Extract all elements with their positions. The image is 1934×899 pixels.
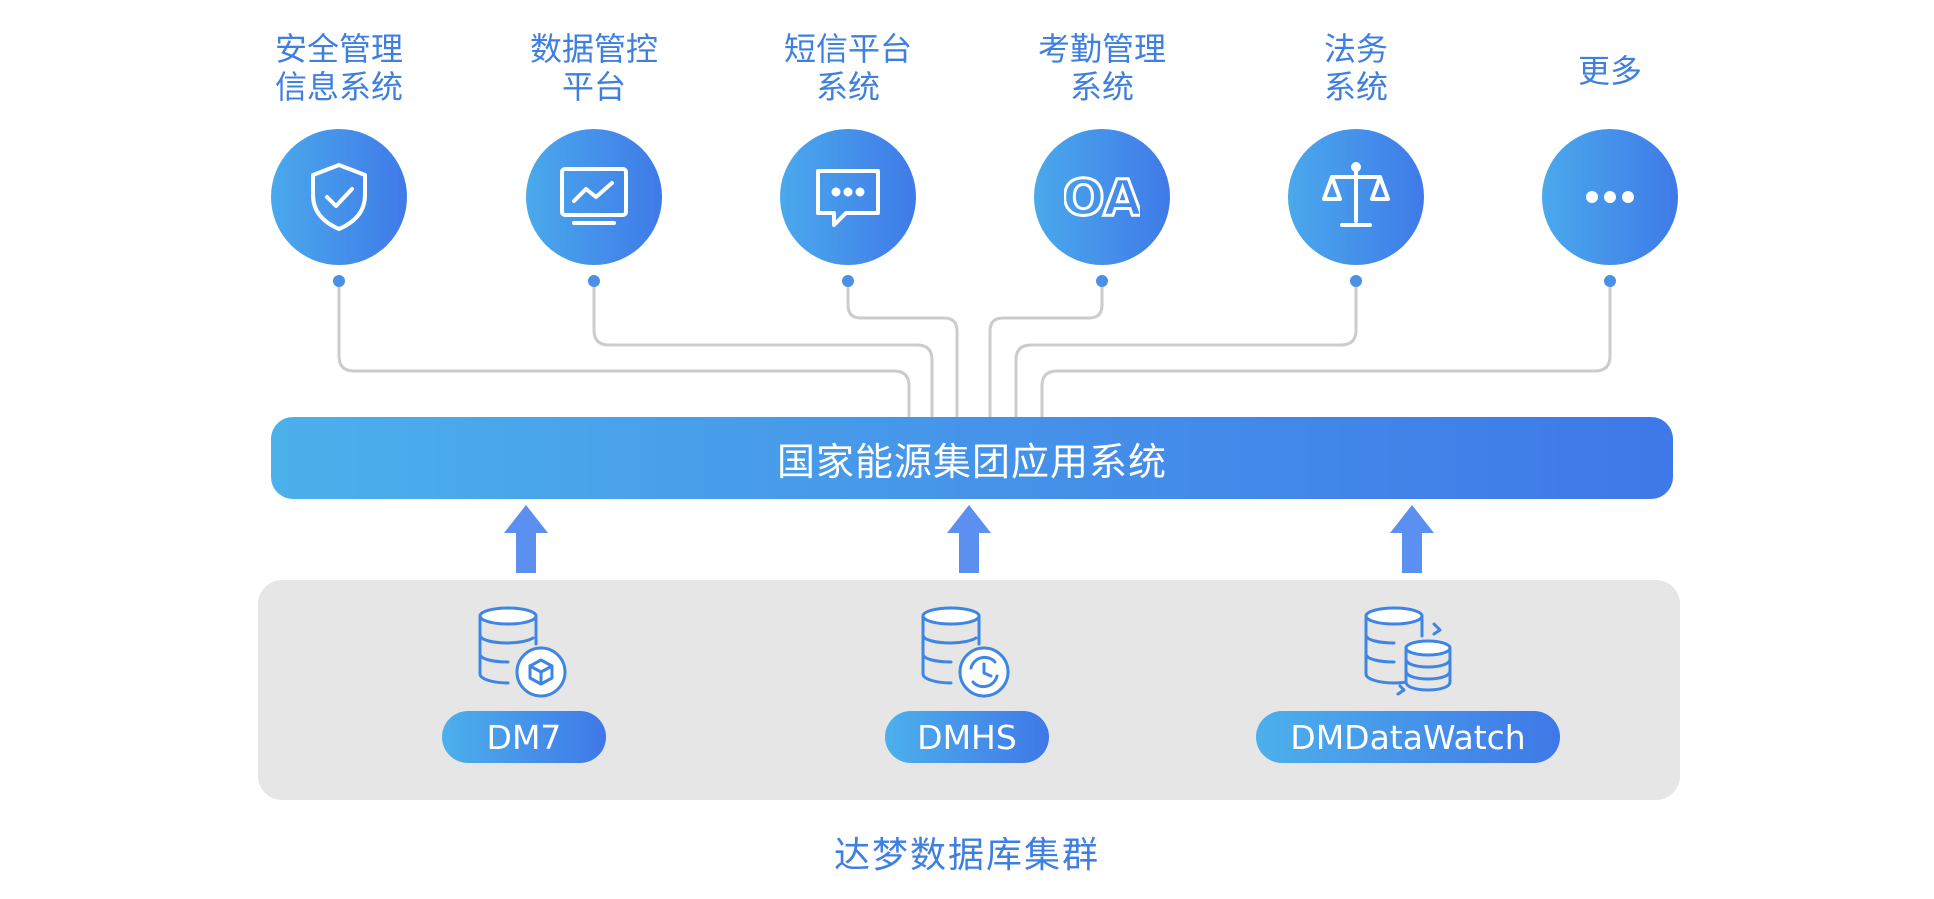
- shield-check-icon: [311, 163, 367, 231]
- up-arrow-icon: [1390, 505, 1434, 573]
- system-label-legal: 法务 系统: [1323, 30, 1388, 106]
- scales-icon: [1322, 162, 1390, 227]
- up-arrow-icon: [504, 505, 548, 573]
- oa-icon: OA: [1064, 168, 1140, 229]
- connector-dot: [333, 275, 345, 287]
- system-node-safety: [271, 129, 407, 265]
- chat-bubble-icon: [816, 169, 880, 227]
- connector-dot: [1096, 275, 1108, 287]
- database-replica-icon: [1364, 606, 1452, 696]
- system-label-attendance: 考勤管理 系统: [1037, 30, 1166, 106]
- system-node-more: [1542, 129, 1678, 265]
- connector-dot: [1604, 275, 1616, 287]
- product-pill-dmhs: DMHS: [885, 711, 1049, 763]
- app-system-label: 国家能源集团应用系统: [776, 439, 1167, 484]
- wire-3: [846, 281, 959, 417]
- system-label-safety: 安全管理 信息系统: [274, 30, 403, 106]
- connector-dot: [1350, 275, 1362, 287]
- database-cube-icon: [478, 606, 567, 698]
- system-label-more: 更多: [1577, 52, 1642, 90]
- wire-2: [592, 281, 934, 417]
- app-system-bar: 国家能源集团应用系统: [271, 417, 1673, 499]
- wire-6: [1040, 281, 1612, 417]
- wire-1: [337, 281, 911, 417]
- system-node-legal: [1288, 129, 1424, 265]
- wire-5: [1014, 281, 1358, 417]
- product-pill-dmdatawatch: DMDataWatch: [1256, 711, 1560, 763]
- system-node-attendance: OA: [1034, 129, 1170, 265]
- system-label-data-control: 数据管控 平台: [529, 30, 658, 106]
- wire-4: [988, 281, 1104, 417]
- system-node-sms: [780, 129, 916, 265]
- connector-dot: [842, 275, 854, 287]
- system-label-sms: 短信平台 系统: [783, 30, 912, 106]
- svg-text:OA: OA: [1064, 169, 1140, 227]
- up-arrow-icon: [947, 505, 991, 573]
- monitor-chart-icon: [560, 167, 628, 225]
- more-dots-icon: [1586, 191, 1634, 203]
- database-sync-icon: [921, 606, 1010, 698]
- system-node-data-control: [526, 129, 662, 265]
- connector-dot: [588, 275, 600, 287]
- product-pill-dm7: DM7: [442, 711, 606, 763]
- cluster-label: 达梦数据库集群: [833, 835, 1100, 876]
